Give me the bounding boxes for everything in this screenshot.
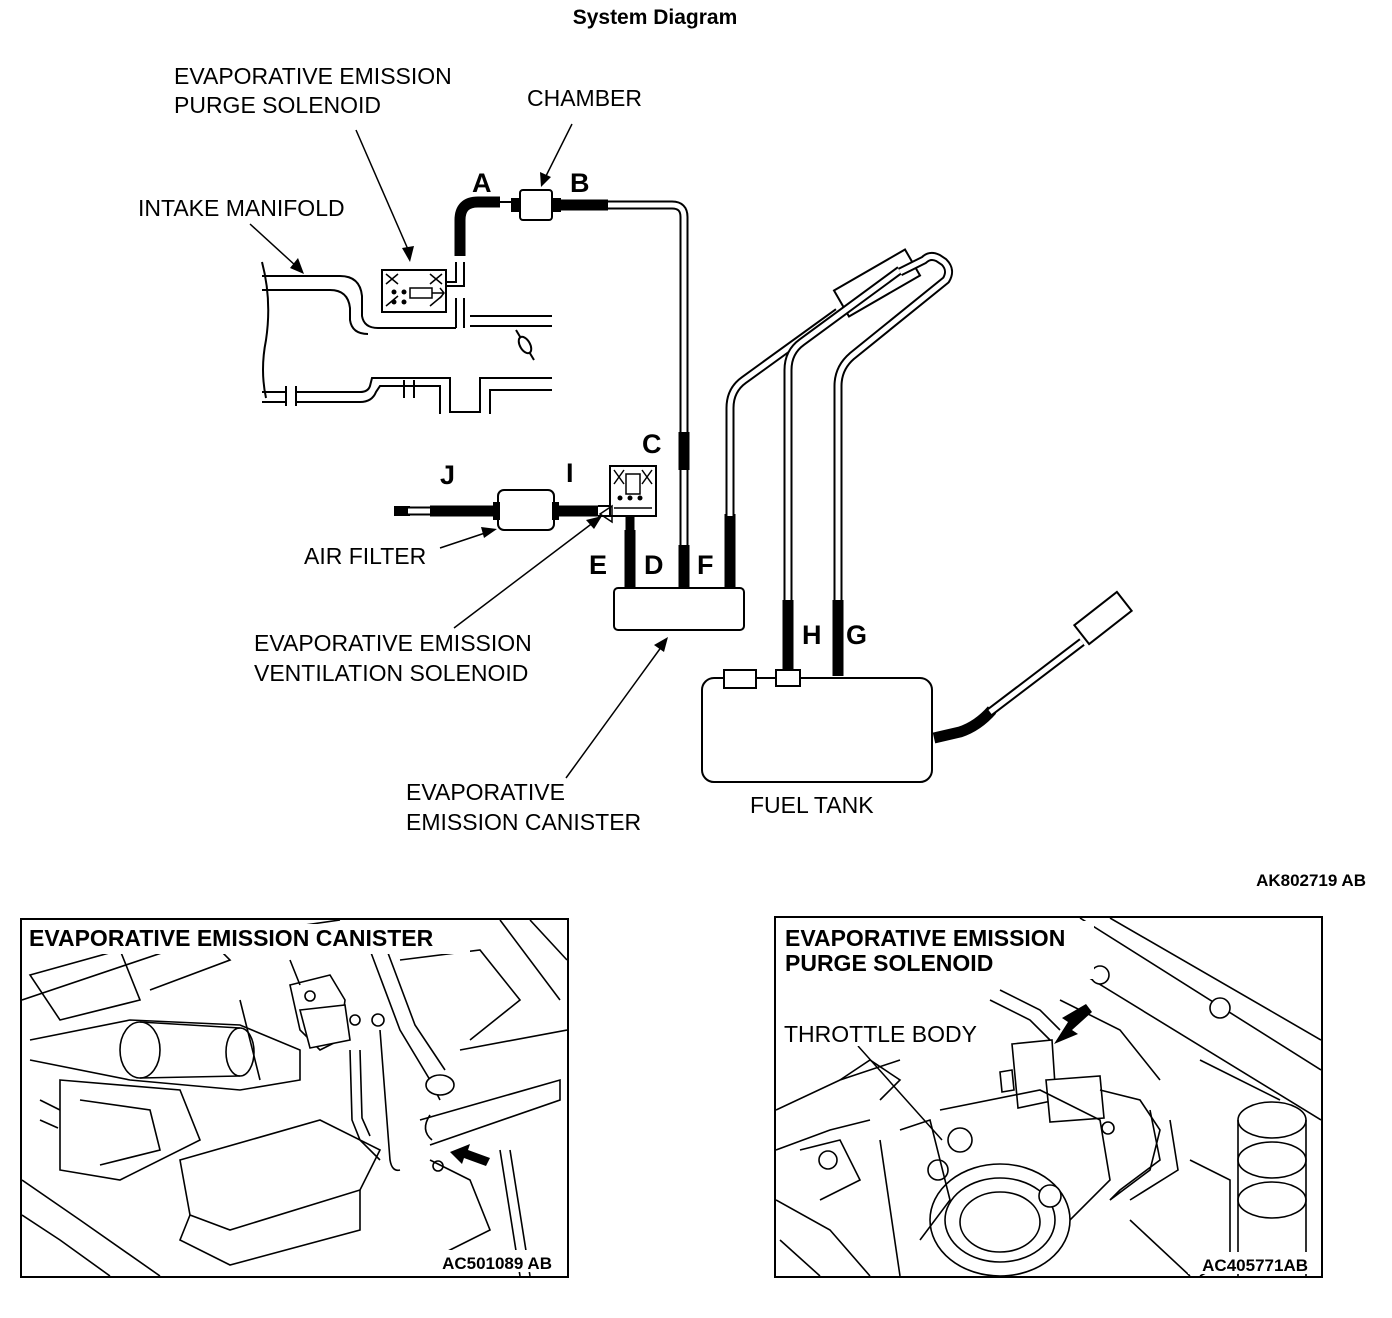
air-filter-label: AIR FILTER xyxy=(304,543,426,569)
canister-label-line2: EMISSION CANISTER xyxy=(406,809,641,835)
hose-letter-g: G xyxy=(846,620,867,650)
panel-canister: EVAPORATIVE EMISSION CANISTER AC501089 A… xyxy=(20,918,569,1278)
panel-canister-title: EVAPORATIVE EMISSION CANISTER xyxy=(29,925,434,951)
chamber-label: CHAMBER xyxy=(527,85,642,111)
hose-letter-i: I xyxy=(566,458,574,488)
figure-code: AK802719 AB xyxy=(1256,871,1366,890)
air-filter xyxy=(493,489,559,531)
page-title: System Diagram xyxy=(573,6,738,29)
ventilation-solenoid-label-line1: EVAPORATIVE EMISSION xyxy=(254,630,532,656)
intake-manifold xyxy=(261,261,552,414)
hose-letter-j: J xyxy=(440,460,455,490)
purge-solenoid-label-line1: EVAPORATIVE EMISSION xyxy=(174,63,452,89)
fuel-tank-label: FUEL TANK xyxy=(750,792,874,818)
hose-letter-e: E xyxy=(589,550,607,580)
leader-lines xyxy=(249,123,668,779)
hose-letter-a: A xyxy=(472,168,492,198)
throttle-body-label: THROTTLE BODY xyxy=(784,1021,977,1047)
hose-letter-c: C xyxy=(642,429,662,459)
hose-letter-f: F xyxy=(697,550,714,580)
canister-label-line1: EVAPORATIVE xyxy=(406,779,565,805)
arrow-icon xyxy=(450,1144,490,1166)
purge-solenoid-label-line2: PURGE SOLENOID xyxy=(174,92,381,118)
purge-solenoid xyxy=(381,269,447,313)
hose-letter-d: D xyxy=(644,550,664,580)
fuel-tank xyxy=(701,669,933,783)
panel-canister-code: AC501089 AB xyxy=(442,1254,552,1273)
canister xyxy=(613,587,745,631)
intake-manifold-label: INTAKE MANIFOLD xyxy=(138,195,345,221)
ventilation-solenoid-label-line2: VENTILATION SOLENOID xyxy=(254,660,528,686)
arrow-icon xyxy=(1054,1004,1092,1044)
panel-purge-solenoid: EVAPORATIVE EMISSION PURGE SOLENOID THRO… xyxy=(774,916,1323,1278)
panel-purge-title-line1: EVAPORATIVE EMISSION xyxy=(785,925,1065,951)
chamber xyxy=(511,189,561,221)
panel-purge-code: AC405771AB xyxy=(1202,1256,1308,1275)
hose-letter-h: H xyxy=(802,620,822,650)
hose-letter-b: B xyxy=(570,168,590,198)
ventilation-solenoid xyxy=(598,465,657,524)
purge-solenoid-line-art xyxy=(776,918,1321,1276)
panel-purge-title-line2: PURGE SOLENOID xyxy=(785,950,993,976)
